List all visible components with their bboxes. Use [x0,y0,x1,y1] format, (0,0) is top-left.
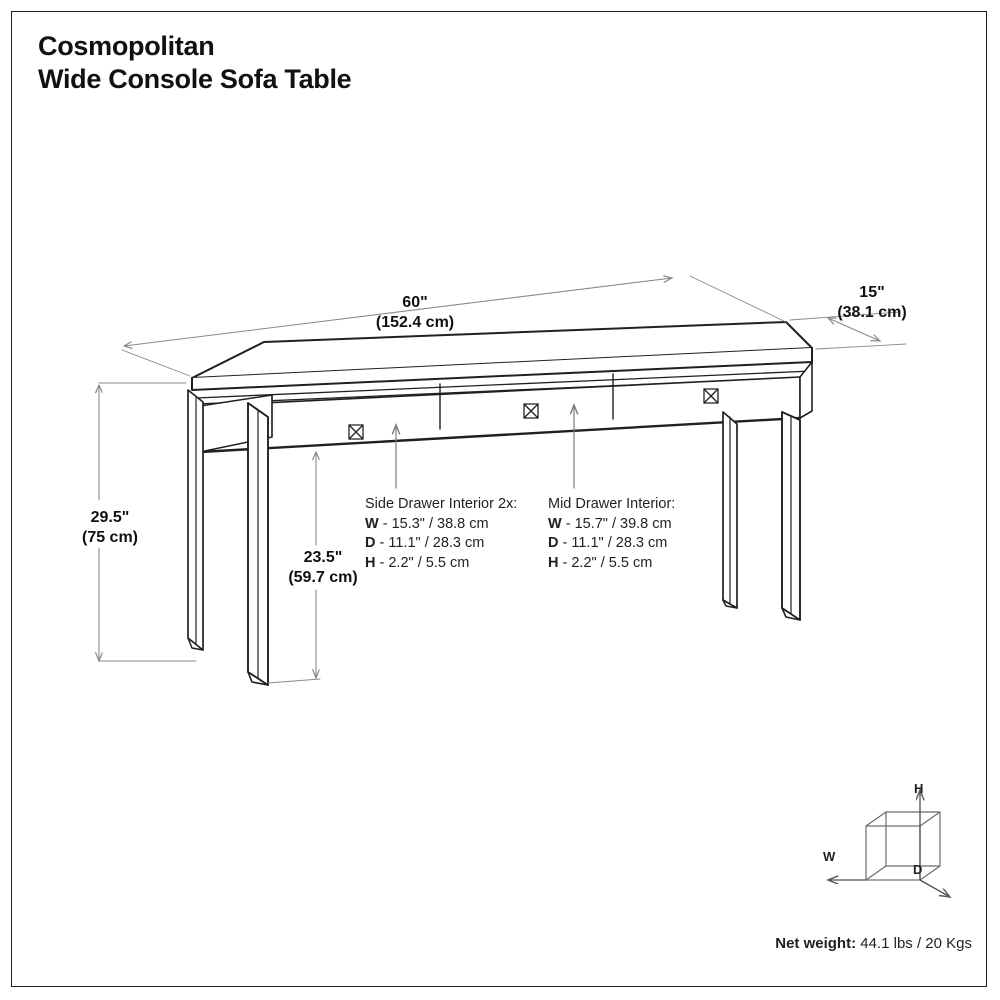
drawer-knob-right [703,388,719,404]
legend-cube-back-face [885,811,941,867]
legend-cube-edge-bl [865,865,887,881]
side-drawer-spec-row-d: D - 11.1" / 28.3 cm [365,534,517,554]
product-name-line-1: Cosmopolitan [38,31,215,61]
leg-back-right-taper [722,599,738,609]
side-drawer-spec-value-w: - 15.3" / 38.8 cm [382,515,489,532]
side-drawer-spec-title: Side Drawer Interior 2x: [365,496,518,512]
net-weight: Net weight: 44.1 lbs / 20 Kgs [775,935,972,952]
legend-cube-edge-tr [919,811,941,827]
mid-drawer-spec-value-w: - 15.7" / 39.8 cm [565,515,672,532]
mid-drawer-spec-key-h: H [548,554,559,571]
mid-drawer-spec-row-h: H - 2.2" / 5.5 cm [548,554,675,574]
mid-drawer-spec-key-d: D [548,535,559,551]
drawer-knob-left [348,424,364,440]
dim-clearance-ext-bottom [267,678,321,684]
dim-width-ext-left [121,349,191,377]
net-weight-label: Net weight: [775,935,857,952]
product-name-line-2: Wide Console Sofa Table [38,64,352,94]
mid-drawer-spec-row-d: D - 11.1" / 28.3 cm [548,534,675,554]
drawer-front-band [199,376,801,453]
apron-bottom-edge [198,416,802,454]
side-drawer-spec-key-h: H [365,554,376,571]
net-weight-value: 44.1 lbs / 20 Kgs [860,935,972,952]
mid-drawer-spec-block: Mid Drawer Interior: W - 15.7" / 39.8 cm… [548,495,675,573]
dim-depth-line [828,318,880,341]
dimension-width-metric: (152.4 cm) [375,314,455,331]
dimension-depth-imperial: 15" [859,284,885,301]
legend-axis-d [919,879,950,897]
side-drawer-spec-value-d: - 11.1" / 28.3 cm [379,535,485,551]
side-drawer-spec-block: Side Drawer Interior 2x: W - 15.3" / 38.… [365,495,517,573]
dimension-lines [99,275,907,684]
leg-back-left-taper [187,637,204,651]
top-molding-line-1 [191,361,813,391]
dimension-label-width: 60" (152.4 cm) [350,293,480,333]
drawer-knob-mid [523,403,539,419]
legend-label-width: W [823,849,836,864]
dimension-label-clearance: 23.5" (59.7 cm) [268,548,378,588]
apron-right-end [799,361,813,419]
dimension-height-imperial: 29.5" [90,509,130,526]
dimension-axes-legend [828,790,950,897]
legend-cube-edge-br [919,865,941,881]
table-illustration [187,321,813,686]
leg-front-right-taper [781,607,801,621]
side-drawer-spec-value-h: - 2.2" / 5.5 cm [379,554,470,571]
dimension-clearance-metric: (59.7 cm) [288,569,358,586]
legend-label-height: H [914,781,924,796]
mid-drawer-spec-value-h: - 2.2" / 5.5 cm [562,554,653,571]
legend-cube-edge-tl [865,811,887,827]
page-title: Cosmopolitan Wide Console Sofa Table [38,30,638,96]
leg-front-left-taper [247,671,269,686]
dimension-width-imperial: 60" [402,294,428,311]
side-drawer-spec-key-w: W [365,515,379,532]
dimension-depth-metric: (38.1 cm) [837,304,907,321]
mid-drawer-spec-value-d: - 11.1" / 28.3 cm [562,535,668,551]
mid-drawer-spec-key-w: W [548,515,562,532]
side-drawer-spec-row-h: H - 2.2" / 5.5 cm [365,554,517,574]
legend-cube-front-face [865,825,921,881]
dimension-label-depth: 15" (38.1 cm) [812,283,932,323]
side-drawer-spec-row-w: W - 15.3" / 38.8 cm [365,515,517,535]
leg-front-left-top-chamfer [247,402,269,418]
dim-depth-ext-top [789,311,901,321]
dim-depth-ext-bottom [815,343,907,350]
legend-label-depth: D [913,862,923,877]
top-molding-line-2 [195,370,813,399]
side-drawer-spec-key-d: D [365,535,376,551]
dimension-label-height: 29.5" (75 cm) [55,508,165,548]
mid-drawer-spec-title: Mid Drawer Interior: [548,496,676,512]
dimension-clearance-imperial: 23.5" [303,549,343,566]
dim-width-line [124,278,672,346]
mid-drawer-spec-row-w: W - 15.7" / 39.8 cm [548,515,675,535]
spec-leader-lines [396,405,574,489]
dimension-height-metric: (75 cm) [81,529,139,546]
dim-width-ext-right [689,275,787,323]
